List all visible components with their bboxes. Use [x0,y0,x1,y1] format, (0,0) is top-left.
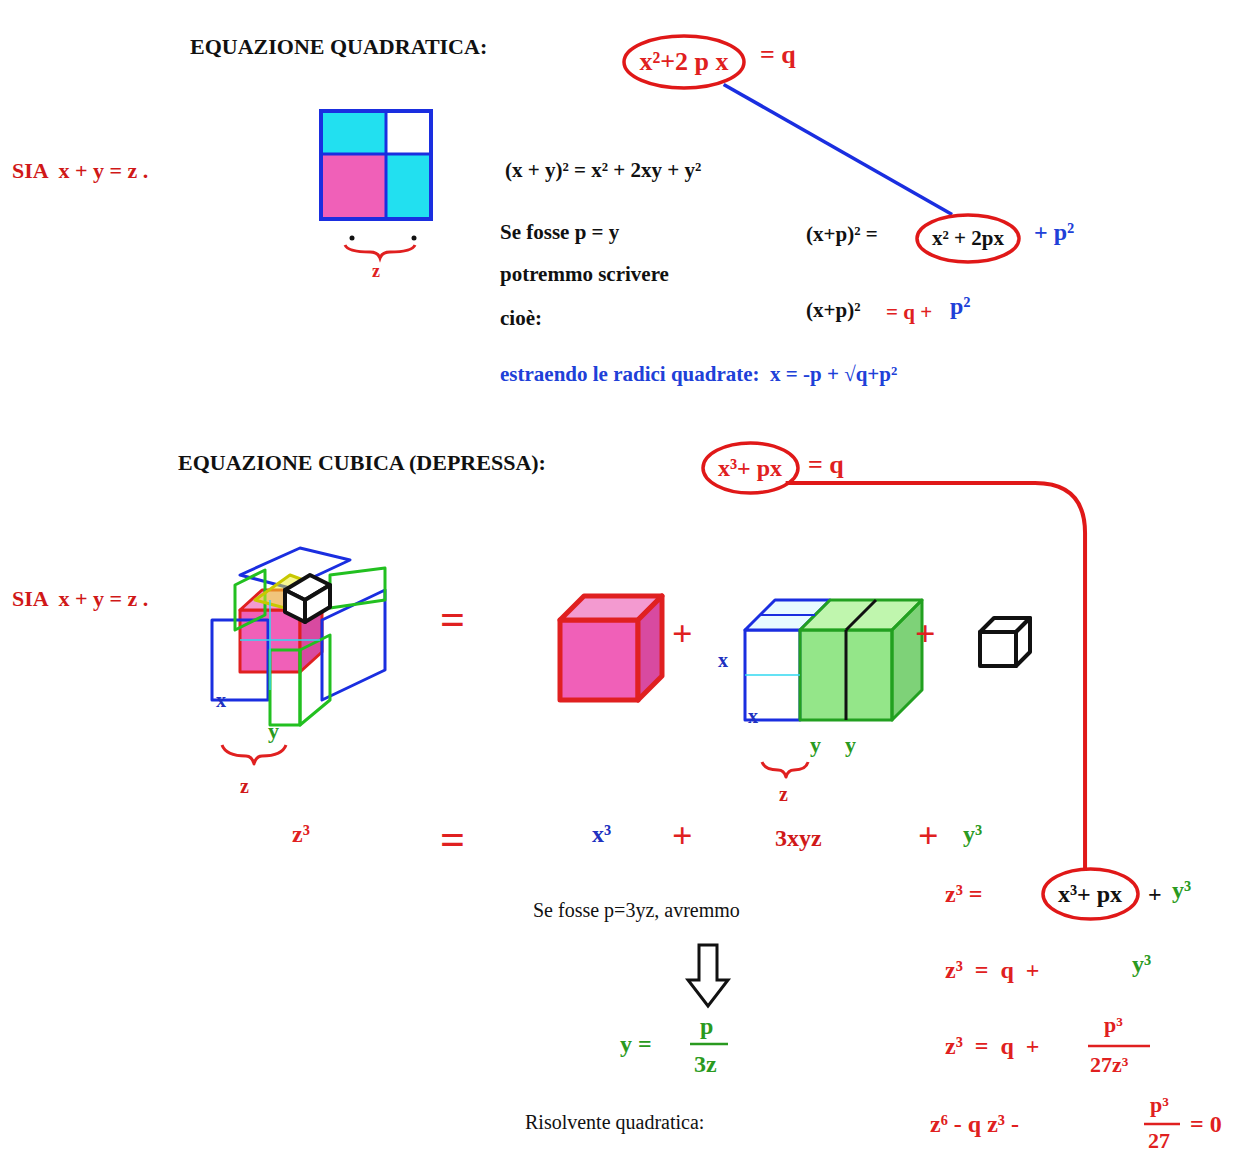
formula-text: y [845,734,856,756]
fraction-bar [1144,1123,1180,1126]
formula-text: x [216,690,226,710]
formula-text: p³ [1150,1094,1169,1116]
formula-text: (x + y)² = x² + 2xy + y² [505,160,701,181]
y-cube [980,618,1030,666]
formula-text: + [915,616,936,652]
formula-text: z³ = [945,882,983,906]
circled-term: x³+ px [701,441,800,495]
formula-text: y [268,720,279,742]
formula-text: z³ [292,822,310,846]
formula-text: = [440,818,465,862]
formula-text: (x+p)² [806,300,860,321]
ellipse [917,215,1019,262]
formula-text: = 0 [1190,1112,1222,1136]
formula-text: = q [760,42,796,68]
formula-text: + [918,818,939,854]
formula-text: potremmo scrivere [500,264,669,285]
circled-text: x³+ px [718,456,782,480]
formula-text: y³ [1132,952,1151,976]
ellipse [703,443,798,493]
ellipse [624,36,744,88]
formula-text: z³ = q + [945,958,1040,982]
circled-text: x³+ px [1058,882,1122,906]
formula-text: p³ [1104,1014,1123,1036]
formula-text: cioè: [500,308,542,329]
cube-figure [212,548,385,764]
formula-text: z⁶ - q z³ - [930,1112,1019,1136]
formula-text: 27z³ [1090,1054,1128,1076]
formula-text: x [718,650,728,670]
formula-text: z [240,776,249,796]
formula-text: 27 [1148,1130,1170,1152]
formula-text: z [372,262,380,280]
circled-term: x²+2 p x [622,34,746,90]
connector-line [786,483,1085,868]
formula-text: SIA x + y = z . [12,588,148,610]
formula-text: y³ [963,822,982,846]
formula-text: x³ [592,822,611,846]
connector-line [724,84,952,214]
formula-text: y³ [1172,878,1191,902]
formula-text: = q + [886,302,932,323]
formula-text: SIA x + y = z . [12,160,148,182]
circled-text: x²+2 p x [639,49,728,75]
square-figure [321,111,431,258]
formula-text: y = [620,1032,652,1056]
fraction-bar [1088,1045,1150,1048]
formula-text: 3xyz [775,826,822,850]
formula-text: + [672,818,693,854]
formula-text: Se fosse p=3yz, avremmo [533,900,740,920]
formula-text: Se fosse p = y [500,222,619,243]
formula-text: + p² [1034,220,1074,244]
circled-term: x³+ px [1041,867,1140,921]
formula-text: EQUAZIONE CUBICA (DEPRESSA): [178,452,546,474]
formula-text: = [440,598,465,642]
formula-text: z³ = q + [945,1034,1040,1058]
fraction-bar [690,1043,728,1046]
formula-text: EQUAZIONE QUADRATICA: [190,36,487,58]
formula-text: (x+p)² = [806,224,878,245]
slab-box [745,600,922,777]
formula-text: = q [808,452,844,478]
formula-text: p [700,1014,713,1038]
formula-text: x [748,706,758,726]
formula-text: + [1148,882,1162,906]
formula-text: y [810,734,821,756]
circled-text: x² + 2px [932,228,1004,249]
formula-text: Risolvente quadratica: [525,1112,704,1132]
formula-text: p² [950,294,971,318]
formula-text: z [779,784,788,804]
x-cube [560,596,662,700]
ellipse [1043,869,1138,919]
formula-text: + [672,616,693,652]
circled-term: x² + 2px [915,213,1021,264]
formula-text: 3z [694,1052,717,1076]
formula-text: estraendo le radici quadrate: x = -p + √… [500,364,897,385]
down-arrow [688,945,728,1006]
